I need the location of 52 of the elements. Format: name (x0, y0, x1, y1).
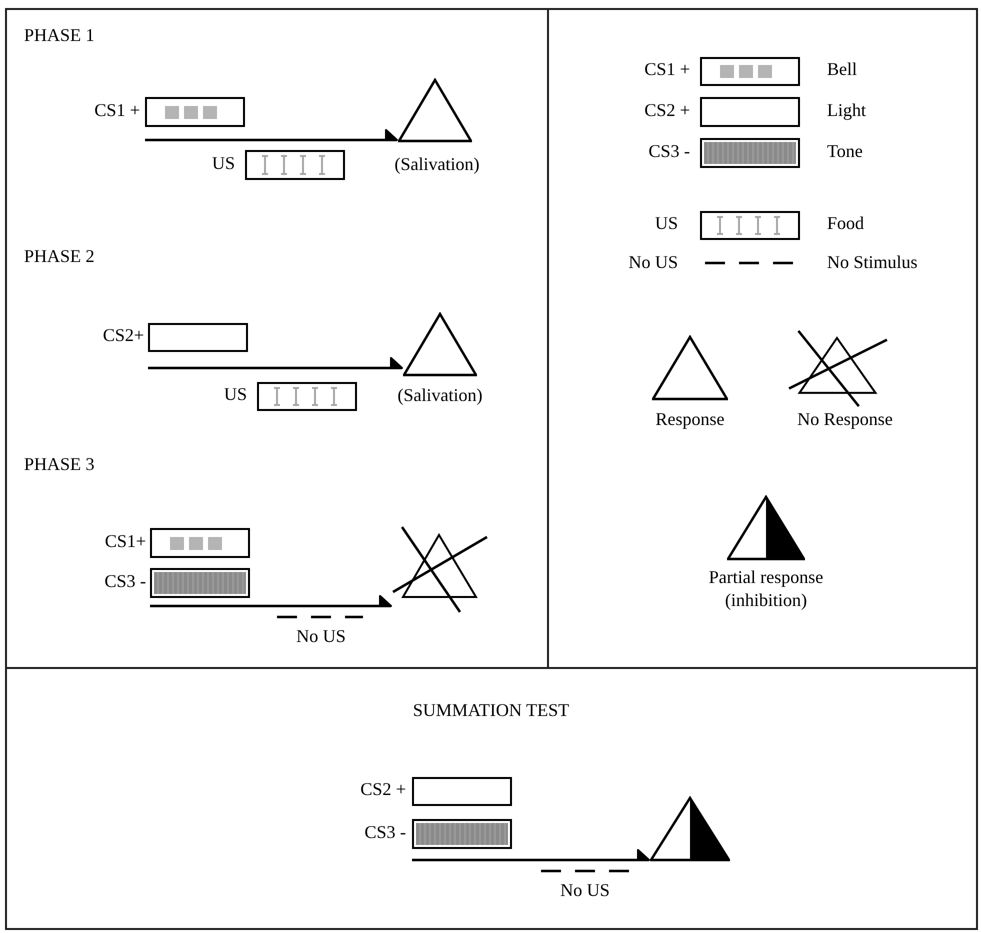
stimulus-bar (245, 150, 345, 180)
phase-heading: PHASE 1 (24, 24, 96, 47)
arrow (150, 595, 392, 608)
response-label: (Salivation) (396, 384, 484, 407)
phase-heading: PHASE 3 (24, 453, 96, 476)
response-label: (Salivation) (394, 153, 480, 176)
stimulus-label: No US (559, 879, 611, 902)
response-triangle (403, 312, 477, 377)
stimulus-bar (148, 323, 248, 352)
stimulus-label: US (222, 383, 247, 406)
phase-heading: PHASE 2 (24, 245, 96, 268)
response-triangle (398, 78, 472, 143)
crossed-out-triangle (392, 526, 488, 614)
stimulus-name: Light (827, 99, 867, 122)
half-filled-triangle (727, 495, 805, 561)
stimulus-bar (412, 777, 512, 806)
stimulus-bar (700, 97, 800, 127)
response-label: Partial response (inhibition) (708, 566, 824, 612)
stimulus-bar (145, 97, 245, 127)
response-label: Response (654, 408, 726, 431)
stimulus-label: CS3 - (363, 821, 406, 844)
stimulus-label: US (210, 152, 235, 175)
response-label: No Response (796, 408, 894, 431)
stimulus-bar (150, 528, 250, 558)
stimulus-bar (412, 819, 512, 849)
stimulus-name: Food (827, 212, 866, 235)
stimulus-label: CS2+ (102, 324, 144, 347)
arrow (145, 129, 398, 142)
arrow (412, 849, 650, 862)
section-heading: SUMMATION TEST (412, 699, 570, 722)
crossed-out-triangle (788, 330, 888, 408)
stimulus-label: US (654, 212, 678, 235)
stimulus-bar (700, 57, 800, 86)
stimulus-label: CS1 + (643, 58, 690, 81)
stimulus-label: CS1+ (104, 530, 146, 553)
stimulus-label: CS1 + (93, 99, 140, 122)
stimulus-label: CS3 - (103, 570, 146, 593)
stimulus-label: CS2 + (359, 778, 406, 801)
arrow (148, 357, 403, 370)
stimulus-label: No US (295, 625, 347, 648)
response-triangle (652, 335, 728, 401)
stimulus-name: Bell (827, 58, 858, 81)
stimulus-bar (257, 382, 357, 411)
stimulus-label: No US (627, 251, 678, 274)
stimulus-name: Tone (827, 140, 864, 163)
stimulus-name: No Stimulus (827, 251, 919, 274)
stimulus-label: CS2 + (643, 99, 690, 122)
stimulus-label: CS3 - (647, 140, 690, 163)
half-filled-triangle (650, 796, 730, 862)
stimulus-bar (150, 568, 250, 598)
stimulus-bar (700, 211, 800, 240)
stimulus-bar (700, 138, 800, 168)
